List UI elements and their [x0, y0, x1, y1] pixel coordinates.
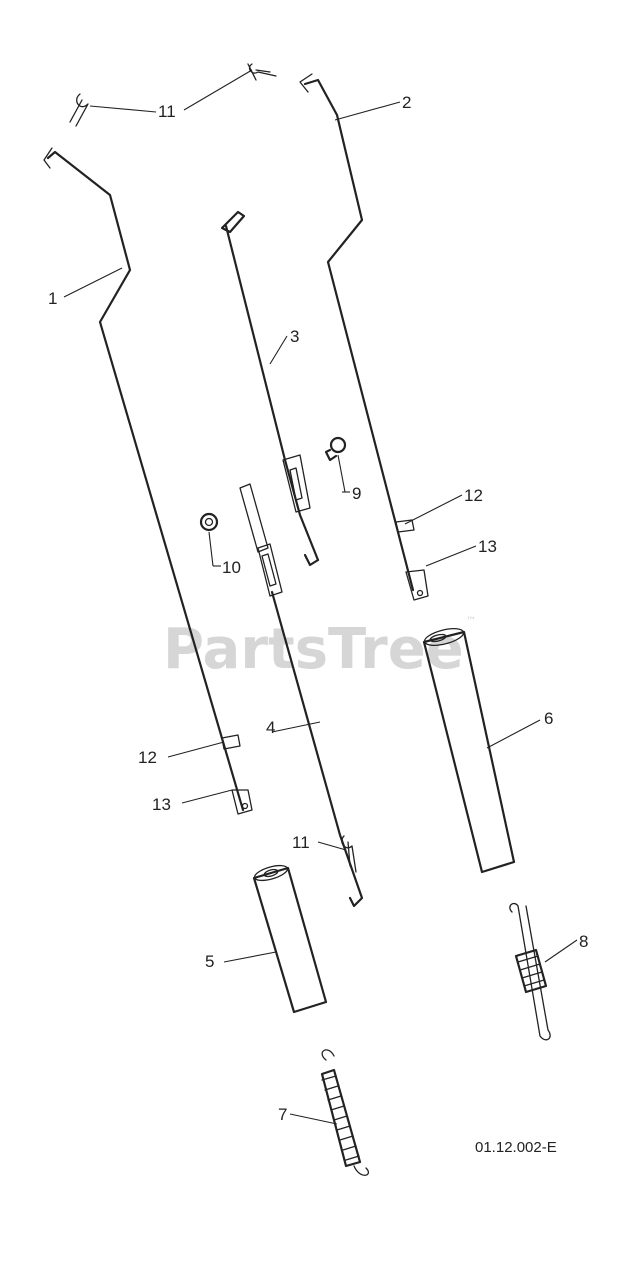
- part-11-clip-c: [341, 835, 357, 873]
- callout-4: 4: [266, 718, 275, 737]
- leader-lines: [63, 69, 578, 1125]
- part-2-rod: [299, 73, 429, 601]
- watermark: PartsTree ™: [163, 616, 476, 682]
- callout-6: 6: [544, 709, 553, 728]
- callout-10: 10: [222, 558, 241, 577]
- watermark-text: PartsTree: [163, 617, 464, 682]
- callout-1: 1: [48, 289, 57, 308]
- part-10-nut: [199, 512, 219, 532]
- part-1-rod: [43, 147, 253, 815]
- part-8-spring: [509, 902, 551, 1041]
- callout-11-bottom: 11: [292, 833, 310, 852]
- callout-9: 9: [352, 484, 361, 503]
- part-9-pin: [324, 436, 347, 462]
- callout-3: 3: [290, 327, 299, 346]
- diagram-reference-code: 01.12.002-E: [475, 1139, 557, 1156]
- part-3-link: [220, 210, 320, 567]
- part-6-sleeve: [422, 628, 516, 874]
- part-11-clip-a: [69, 93, 89, 127]
- callout-12-left: 12: [138, 748, 157, 767]
- watermark-trademark: ™: [466, 616, 476, 627]
- part-5-sleeve: [252, 864, 328, 1014]
- part-7-spring: [320, 1049, 369, 1176]
- part-4-link: [239, 483, 364, 908]
- callout-labels: 1 2 3 4 5 6 7 8 9 10 11 11 12 12 13 13: [48, 93, 588, 1124]
- callout-2: 2: [402, 93, 411, 112]
- callout-13-right: 13: [478, 537, 497, 556]
- callout-8: 8: [579, 932, 588, 951]
- callout-11-top: 11: [158, 102, 176, 121]
- part-11-clip-b: [247, 63, 277, 81]
- callout-7: 7: [278, 1105, 287, 1124]
- callout-12-right: 12: [464, 486, 483, 505]
- callout-5: 5: [205, 952, 214, 971]
- callout-13-left: 13: [152, 795, 171, 814]
